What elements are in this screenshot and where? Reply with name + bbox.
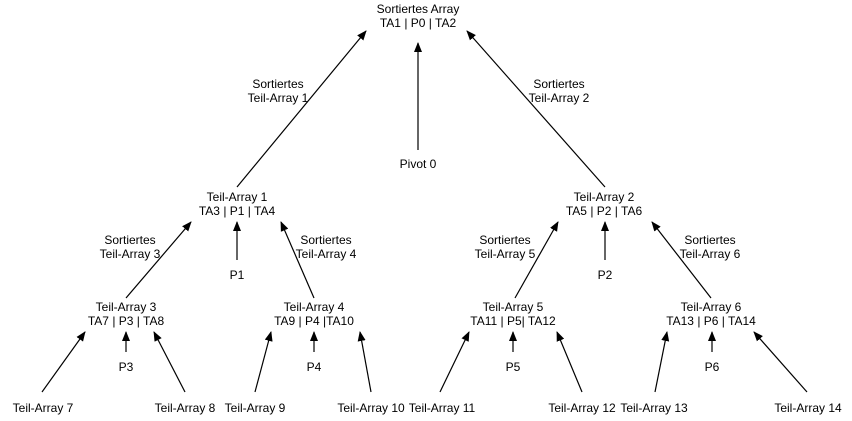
node-teil-array-5: Teil-Array 5 TA11 | P5| TA12 (470, 300, 555, 328)
pivot-2-label: P2 (597, 268, 613, 282)
edge-label-2: Sortiertes Teil-Array 2 (529, 77, 590, 105)
edge-label-1: Sortiertes Teil-Array 1 (248, 77, 309, 105)
node-teil-array-4: Teil-Array 4 TA9 | P4 |TA10 (274, 300, 354, 328)
arrow-ta2-to-root (466, 30, 606, 188)
edge-label-2-line1: Sortiertes (533, 77, 585, 91)
leaf-teil-array-13: Teil-Array 13 (620, 401, 688, 415)
node-ta4-title: Teil-Array 4 (283, 300, 345, 314)
arrow-ta10-to-ta4 (357, 331, 372, 393)
node-ta6-parts: TA13 | P6 | TA14 (666, 314, 756, 328)
root-title: Sortiertes Array (376, 2, 460, 16)
edge-label-6-line1: Sortiertes (684, 233, 736, 247)
arrow-ta4-to-ta1 (280, 221, 315, 299)
edge-label-1-line1: Sortiertes (252, 77, 304, 91)
arrow-ta12-to-ta5 (556, 331, 583, 393)
edge-label-6: Sortiertes Teil-Array 6 (680, 233, 741, 261)
arrow-ta9-to-ta4 (254, 331, 273, 393)
node-teil-array-1: Teil-Array 1 TA3 | P1 | TA4 (199, 190, 275, 218)
node-teil-array-3: Teil-Array 3 TA7 | P3 | TA8 (88, 300, 164, 328)
edge-label-5-line1: Sortiertes (479, 233, 531, 247)
pivot-6-label: P6 (704, 360, 720, 374)
pivot-3-label: P3 (118, 360, 134, 374)
edge-label-6-line2: Teil-Array 6 (679, 247, 741, 261)
leaf-teil-array-7: Teil-Array 7 (12, 401, 74, 415)
node-teil-array-2: Teil-Array 2 TA5 | P2 | TA6 (566, 190, 642, 218)
edge-label-1-line2: Teil-Array 1 (247, 91, 309, 105)
edge-label-5: Sortiertes Teil-Array 5 (475, 233, 536, 261)
leaf-teil-array-14: Teil-Array 14 (774, 401, 842, 415)
node-ta6-title: Teil-Array 6 (680, 300, 742, 314)
arrow-ta5-to-ta2 (514, 221, 559, 299)
leaf-teil-array-8: Teil-Array 8 (154, 401, 216, 415)
edge-label-4-line2: Teil-Array 4 (295, 247, 357, 261)
arrow-ta14-to-ta6 (753, 331, 808, 393)
edge-label-4-line1: Sortiertes (300, 233, 352, 247)
node-ta1-parts: TA3 | P1 | TA4 (198, 204, 276, 218)
edge-label-5-line2: Teil-Array 5 (474, 247, 536, 261)
node-ta2-parts: TA5 | P2 | TA6 (565, 204, 643, 218)
node-ta3-title: Teil-Array 3 (95, 300, 157, 314)
node-ta1-title: Teil-Array 1 (206, 190, 268, 204)
node-ta2-title: Teil-Array 2 (573, 190, 635, 204)
arrow-ta13-to-ta6 (654, 331, 670, 393)
edge-label-3: Sortiertes Teil-Array 3 (100, 233, 161, 261)
pivot-5-label: P5 (505, 360, 521, 374)
leaf-teil-array-9: Teil-Array 9 (224, 401, 286, 415)
arrow-ta1-to-root (236, 30, 367, 188)
pivot-4-label: P4 (306, 360, 322, 374)
node-ta3-parts: TA7 | P3 | TA8 (87, 314, 165, 328)
edge-label-2-line2: Teil-Array 2 (528, 91, 590, 105)
node-ta4-parts: TA9 | P4 |TA10 (274, 314, 354, 328)
pivot-1-label: P1 (229, 268, 245, 282)
leaf-teil-array-12: Teil-Array 12 (548, 401, 616, 415)
edge-label-4: Sortiertes Teil-Array 4 (296, 233, 357, 261)
arrow-ta8-to-ta3 (153, 331, 186, 393)
leaf-teil-array-10: Teil-Array 10 (337, 401, 405, 415)
arrow-ta11-to-ta5 (439, 331, 470, 393)
node-teil-array-6: Teil-Array 6 TA13 | P6 | TA14 (666, 300, 756, 328)
root-node: Sortiertes Array TA1 | P0 | TA2 (377, 2, 460, 30)
pivot-0-label: Pivot 0 (399, 157, 437, 171)
node-ta5-title: Teil-Array 5 (482, 300, 544, 314)
leaf-teil-array-11: Teil-Array 11 (408, 401, 476, 415)
arrow-ta6-to-ta2 (651, 221, 712, 299)
node-ta5-parts: TA11 | P5| TA12 (470, 314, 556, 328)
edge-label-3-line2: Teil-Array 3 (99, 247, 161, 261)
edge-label-3-line1: Sortiertes (104, 233, 156, 247)
arrow-ta7-to-ta3 (41, 331, 86, 393)
root-parts: TA1 | P0 | TA2 (379, 16, 457, 30)
arrow-ta3-to-ta1 (125, 221, 192, 299)
